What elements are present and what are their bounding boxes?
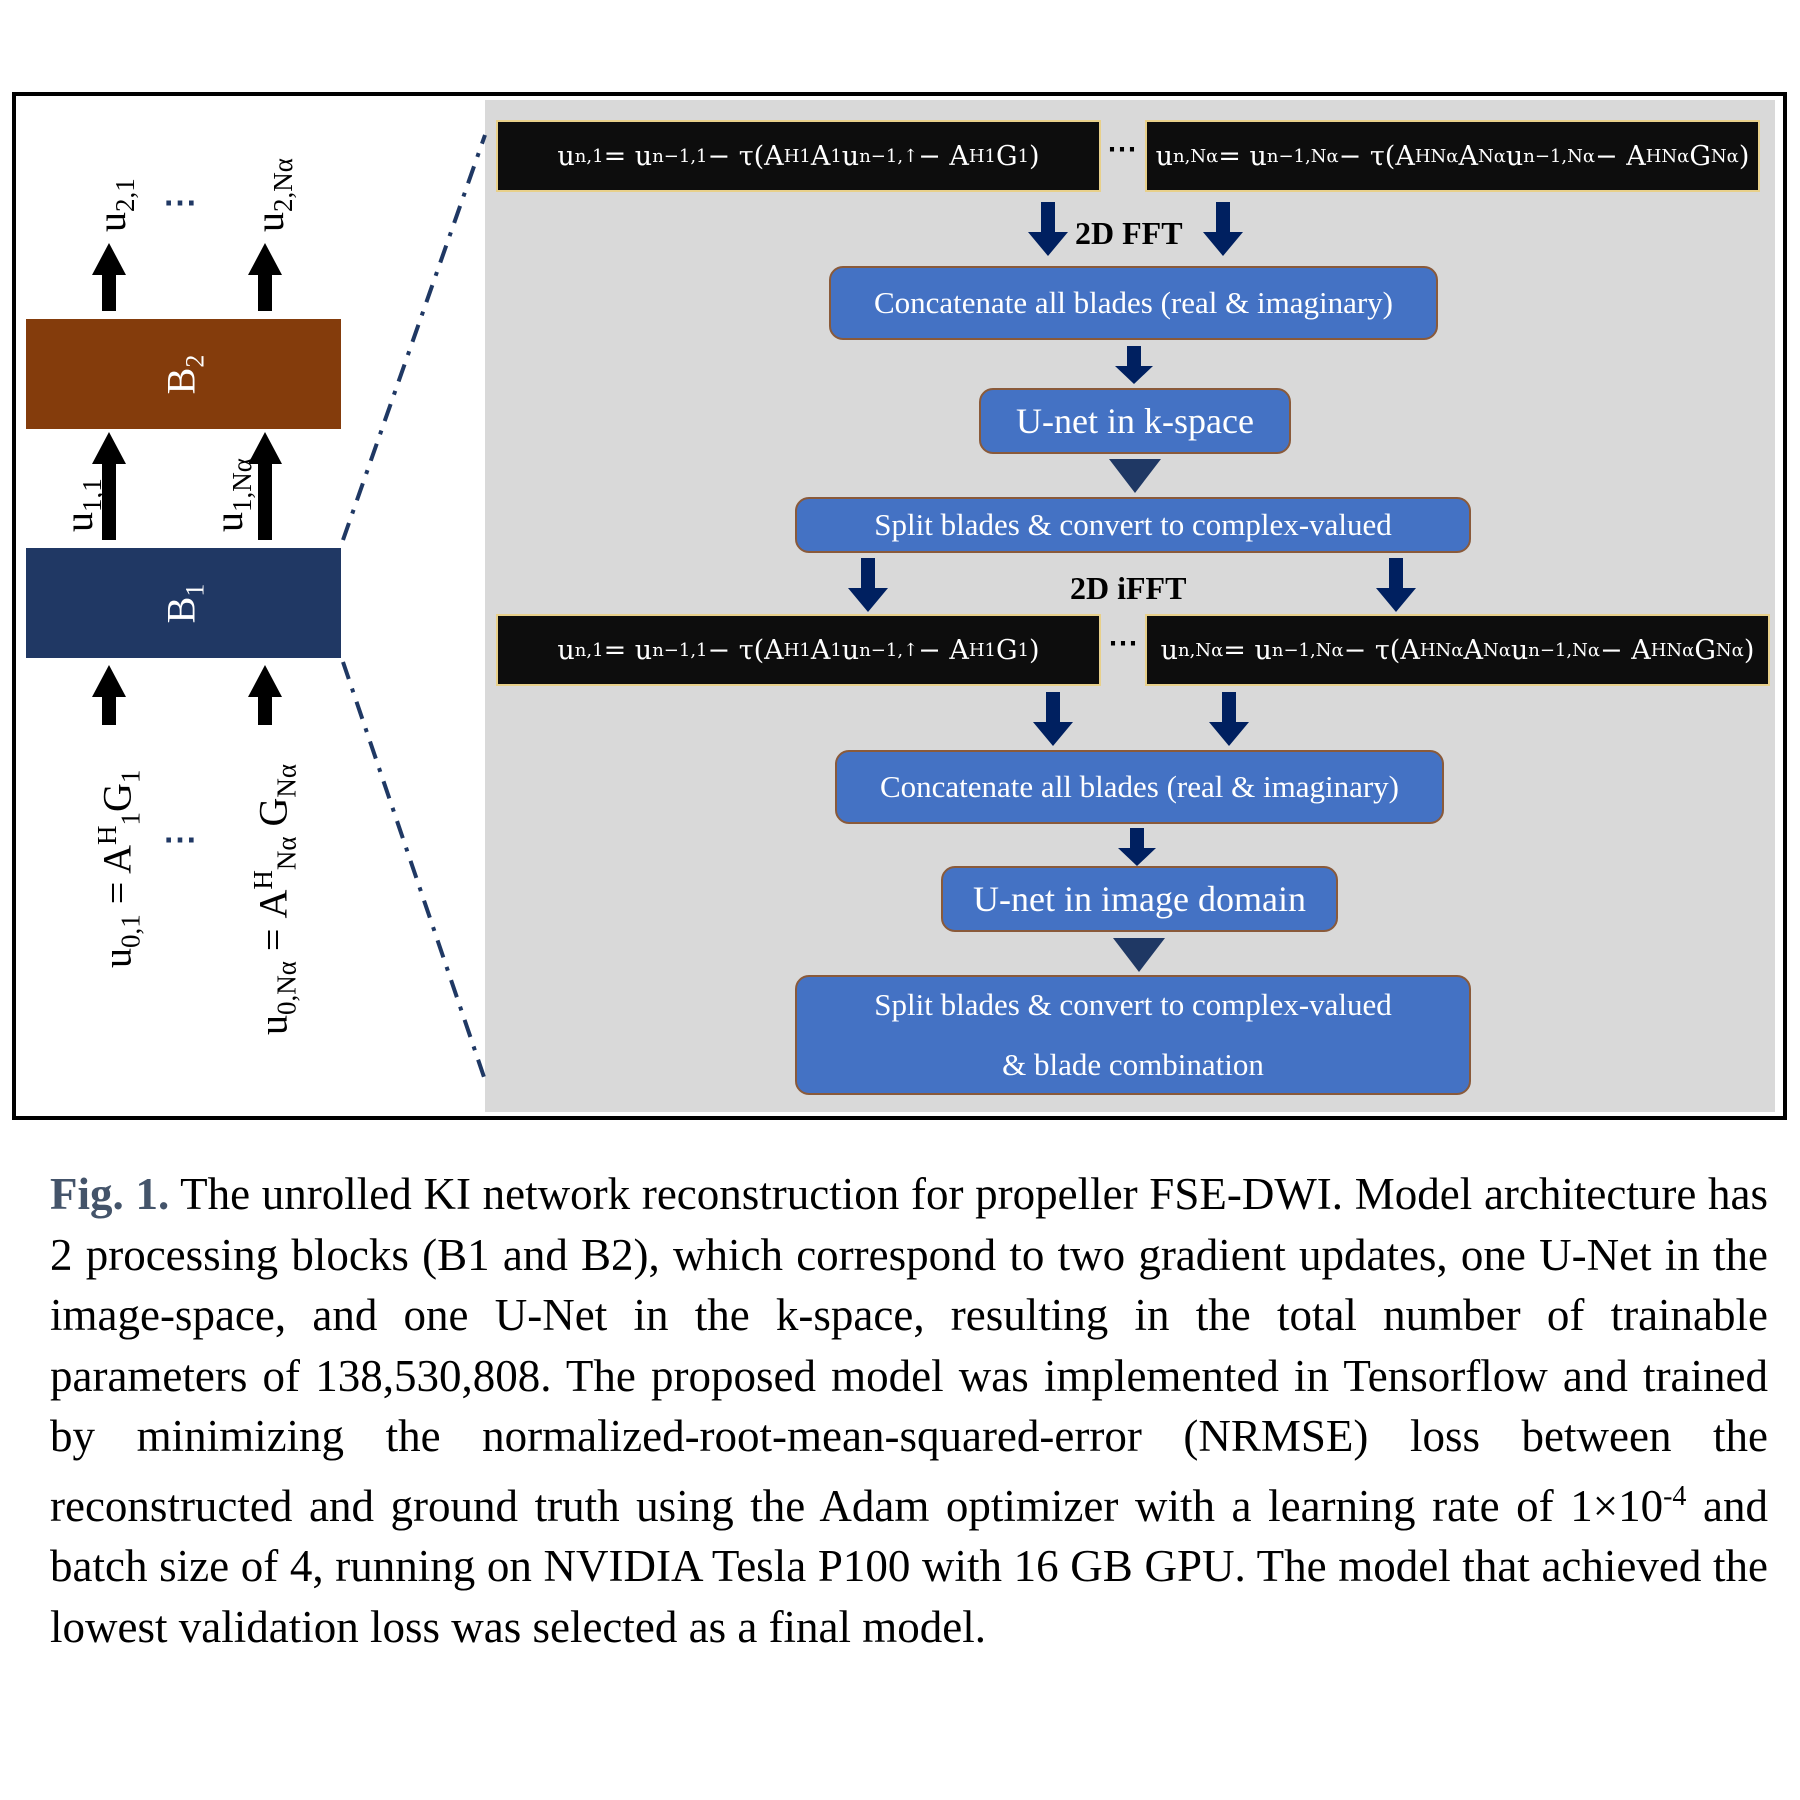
up-arrow-icon <box>248 243 282 311</box>
step-split-combine-image: Split blades & convert to complex-valued… <box>795 975 1471 1095</box>
output-label-u2N: u2,Nα <box>247 158 298 232</box>
up-arrow-icon <box>92 665 126 725</box>
step-split-kspace: Split blades & convert to complex-valued <box>795 497 1471 553</box>
up-arrow-icon <box>248 432 282 540</box>
down-arrow-icon <box>1033 692 1073 746</box>
input-label-u01: u0,1 = AH1G1 <box>92 769 146 968</box>
ifft-label: 2D iFFT <box>1070 570 1187 606</box>
down-triangle-icon <box>1113 938 1165 972</box>
step-concatenate-image: Concatenate all blades (real & imaginary… <box>835 750 1444 824</box>
down-arrow-icon <box>1118 828 1156 866</box>
equation-ellipsis-bottom: ⋯ <box>1108 627 1139 660</box>
figure-caption: Fig. 1. The unrolled KI network reconstr… <box>50 1169 1769 1652</box>
step-concatenate-kspace: Concatenate all blades (real & imaginary… <box>829 266 1438 340</box>
output-ellipsis: ⋯ <box>163 185 199 222</box>
down-arrow-icon <box>848 558 888 612</box>
down-arrow-icon <box>1203 202 1243 256</box>
down-triangle-icon <box>1109 459 1161 493</box>
figure-label: Fig. 1. <box>50 1169 170 1219</box>
down-arrow-icon <box>1376 558 1416 612</box>
fft-label: 2D FFT <box>1075 215 1183 251</box>
output-label-u21: u2,1 <box>89 178 140 232</box>
input-ellipsis: ⋯ <box>163 822 199 859</box>
input-label-u0N: u0,Nα = AHNα GNα <box>248 763 302 1035</box>
processing-block-b1: B1 <box>26 548 341 658</box>
down-arrow-icon <box>1115 346 1153 384</box>
up-arrow-icon <box>92 432 126 540</box>
processing-block-b2: B2 <box>26 319 341 429</box>
up-arrow-icon <box>92 243 126 311</box>
step-unet-image: U-net in image domain <box>941 866 1338 932</box>
down-arrow-icon <box>1028 202 1068 256</box>
down-arrow-icon <box>1209 692 1249 746</box>
step-unet-kspace: U-net in k-space <box>979 388 1291 454</box>
equation-ellipsis-top: ⋯ <box>1107 133 1138 166</box>
up-arrow-icon <box>248 665 282 725</box>
